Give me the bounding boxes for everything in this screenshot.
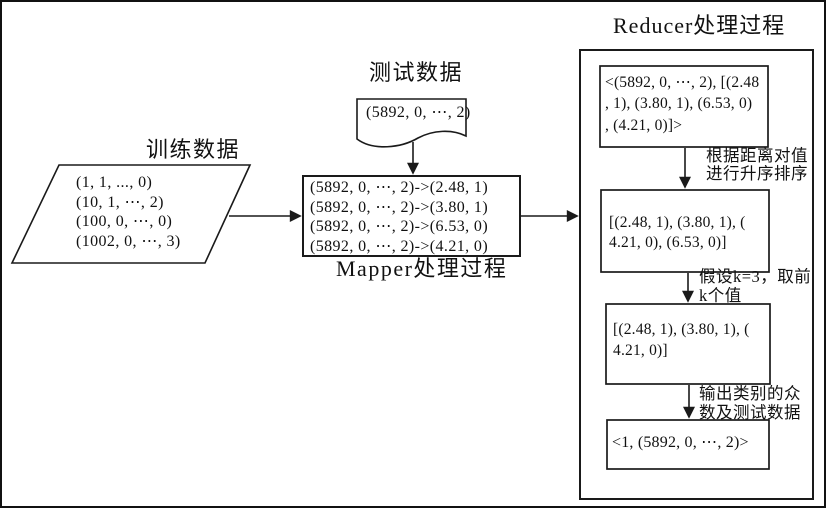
test-data-title: 测试数据 <box>369 60 464 85</box>
label-line: 假设k=3，取前 <box>699 267 812 286</box>
reducer-topk-box <box>605 303 771 385</box>
reducer-outer-box <box>579 49 814 500</box>
mapper-row: (5892, 0, ⋯, 2)->(6.53, 0) <box>310 218 489 236</box>
mapper-row: (5892, 0, ⋯, 2)->(4.21, 0) <box>310 237 489 255</box>
label-line: 进行升序排序 <box>706 163 808 183</box>
box-text-line: [(2.48, 1), (3.80, 1), ( <box>613 321 750 338</box>
mapper-title: Mapper处理过程 <box>336 256 508 281</box>
box-text-line: , (4.21, 0)]> <box>605 116 683 134</box>
reducer-sorted-box-text: [(2.48, 1), (3.80, 1), ( 4.21, 0), (6.53… <box>609 213 746 253</box>
reducer-output-box-text: <1, (5892, 0, ⋯, 2)> <box>612 434 749 451</box>
label-line: k个值 <box>699 285 742 305</box>
reducer-title: Reducer处理过程 <box>613 13 786 38</box>
training-row: (1002, 0, ⋯, 3) <box>76 233 181 251</box>
training-row: (100, 0, ⋯, 0) <box>76 213 173 231</box>
training-row: (10, 1, ⋯, 2) <box>76 193 164 211</box>
mapper-box <box>302 175 521 257</box>
box-text-line: , 1), (3.80, 1), (6.53, 0) <box>605 95 753 113</box>
box-text-line: <(5892, 0, ⋯, 2), [(2.48 <box>605 74 760 91</box>
reducer-output-box <box>606 419 770 470</box>
training-data-parallelogram <box>10 164 252 264</box>
reducer-input-box-text: <(5892, 0, ⋯, 2), [(2.48 , 1), (3.80, 1)… <box>605 72 759 136</box>
reducer-topk-box-text: [(2.48, 1), (3.80, 1), ( 4.21, 0)] <box>613 320 750 361</box>
sort-step-label: 根据距离对值 进行升序排序 <box>706 147 808 183</box>
test-data-document-shape <box>356 98 467 148</box>
label-line: 数及测试数据 <box>699 402 801 422</box>
reducer-input-box <box>599 65 769 148</box>
training-row: (1, 1, ..., 0) <box>76 174 153 191</box>
box-text-line: 4.21, 0), (6.53, 0)] <box>609 234 727 251</box>
training-data-rows: (1, 1, ..., 0) (10, 1, ⋯, 2) (100, 0, ⋯,… <box>76 173 181 252</box>
test-data-value: (5892, 0, ⋯, 2) <box>366 104 471 121</box>
topk-step-label: 假设k=3，取前 k个值 <box>699 267 812 305</box>
mapper-row: (5892, 0, ⋯, 2)->(2.48, 1) <box>310 179 489 196</box>
mapper-row: (5892, 0, ⋯, 2)->(3.80, 1) <box>310 198 489 216</box>
reducer-sorted-box <box>600 189 770 273</box>
box-text-line: 4.21, 0)] <box>613 341 668 359</box>
output-step-label: 输出类别的众 数及测试数据 <box>699 384 801 422</box>
label-line: 输出类别的众 <box>699 384 801 403</box>
mapper-rows: (5892, 0, ⋯, 2)->(2.48, 1) (5892, 0, ⋯, … <box>310 178 488 256</box>
label-line: 根据距离对值 <box>706 146 808 165</box>
box-text-line: [(2.48, 1), (3.80, 1), ( <box>609 214 746 231</box>
training-data-title: 训练数据 <box>146 137 241 162</box>
